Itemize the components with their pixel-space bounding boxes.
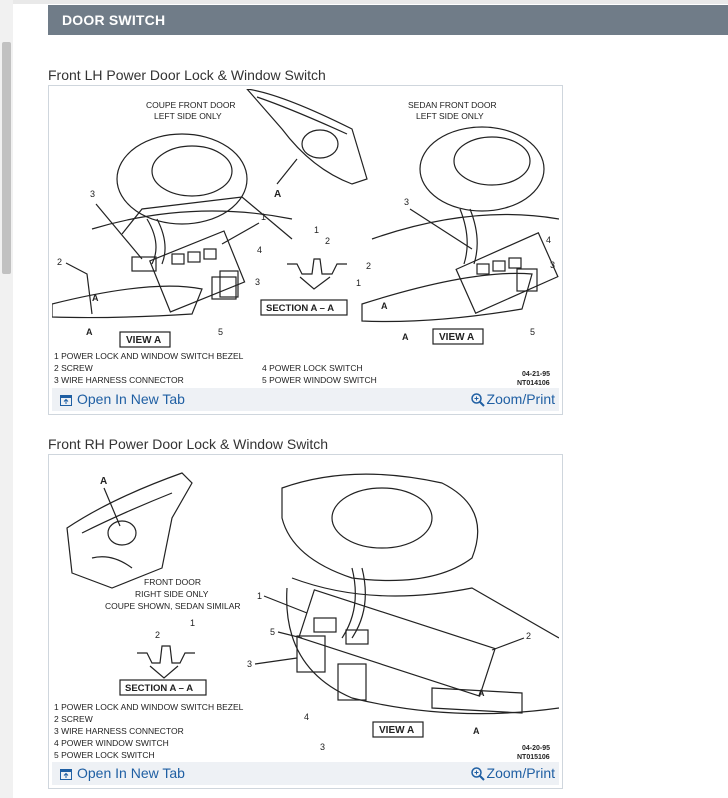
- view-a-box: [372, 721, 424, 738]
- view-a: VIEW A: [379, 725, 414, 736]
- legend-item-2: 2 SCREW: [54, 363, 93, 373]
- open-new-tab-icon: [60, 394, 72, 406]
- legend-item-1: 1 POWER LOCK AND WINDOW SWITCH BEZEL: [54, 351, 244, 361]
- zoom-print-link[interactable]: Zoom/Print: [470, 391, 555, 408]
- door-outline-top: [246, 89, 368, 185]
- callout-2-right: 2: [366, 261, 371, 271]
- section-aa-drawing: [287, 258, 347, 290]
- front-door-drawing: [66, 472, 193, 589]
- view-a-box-left: [119, 331, 171, 348]
- zoom-icon: [470, 767, 485, 782]
- marker-a-left: A: [92, 293, 99, 303]
- callout-4-left: 4: [257, 245, 262, 255]
- callout-2: 2: [526, 631, 531, 641]
- figure-footer-lh: Open In New Tab Zoom/Print: [52, 388, 559, 411]
- open-new-tab-icon: [60, 768, 72, 780]
- caption-coupe-2: LEFT SIDE ONLY: [154, 111, 222, 121]
- marker-a: A: [100, 476, 107, 487]
- section-label: SECTION A – A: [266, 303, 334, 314]
- figure-title-lh: Front LH Power Door Lock & Window Switch: [48, 67, 326, 83]
- diagram-rh: A FRONT DOOR RIGHT SIDE ONLY COUPE SHOWN…: [54, 472, 559, 761]
- callout-1-left: 1: [261, 212, 266, 222]
- callout-3: 3: [247, 659, 252, 669]
- callout-2-left: 2: [57, 257, 62, 267]
- callout-1-sec: 1: [314, 225, 319, 235]
- marker-a: A: [274, 189, 281, 200]
- view-a-left: VIEW A: [126, 335, 161, 346]
- figure-box-rh: A FRONT DOOR RIGHT SIDE ONLY COUPE SHOWN…: [48, 454, 563, 789]
- legend-item-1: 1 POWER LOCK AND WINDOW SWITCH BEZEL: [54, 702, 244, 712]
- callout-4-right: 4: [546, 235, 551, 245]
- marker-a-left-2: A: [86, 327, 93, 337]
- callout-4: 4: [304, 712, 309, 722]
- top-divider: [0, 0, 728, 4]
- callout-2-sec: 2: [325, 236, 330, 246]
- sedan-door-drawing: [361, 126, 559, 323]
- callout-3b: 3: [320, 742, 325, 752]
- zoom-icon: [470, 393, 485, 408]
- callout-1: 1: [257, 591, 262, 601]
- callout-3b-left: 3: [255, 277, 260, 287]
- zoom-print-link[interactable]: Zoom/Print: [470, 765, 555, 782]
- caption-sedan-2: LEFT SIDE ONLY: [416, 111, 484, 121]
- section-label-box: [260, 299, 348, 316]
- callout-5-left: 5: [218, 327, 223, 337]
- figure-title-rh: Front RH Power Door Lock & Window Switch: [48, 436, 329, 452]
- coupe-door-drawing: [52, 133, 293, 319]
- marker-a-3: A: [478, 688, 485, 698]
- scrollbar-thumb[interactable]: [2, 42, 11, 274]
- zoom-print-label: Zoom/Print: [486, 765, 555, 781]
- callout-3b-right: 3: [550, 260, 555, 270]
- open-new-tab-label: Open In New Tab: [77, 765, 185, 781]
- caption-door-1: FRONT DOOR: [144, 577, 201, 587]
- caption-sedan-1: SEDAN FRONT DOOR: [408, 100, 497, 110]
- callout-1-sec: 1: [190, 618, 195, 628]
- view-a-box-right: [432, 328, 484, 345]
- ref-code: NT015106: [517, 754, 550, 761]
- callout-5: 5: [270, 627, 275, 637]
- legend-item-4: 4 POWER WINDOW SWITCH: [54, 738, 169, 748]
- callout-3-right: 3: [404, 197, 409, 207]
- section-label: SECTION A – A: [125, 683, 193, 694]
- legend-item-4: 4 POWER LOCK SWITCH: [262, 363, 363, 373]
- ref-date: 04-20-95: [522, 745, 550, 752]
- figure-box-lh: COUPE FRONT DOOR LEFT SIDE ONLY SEDAN FR…: [48, 85, 563, 415]
- view-a-right: VIEW A: [439, 332, 474, 343]
- section-aa-drawing: [137, 645, 195, 679]
- legend-item-3: 3 WIRE HARNESS CONNECTOR: [54, 375, 184, 385]
- zoom-print-label: Zoom/Print: [486, 391, 555, 407]
- diagram-lh: COUPE FRONT DOOR LEFT SIDE ONLY SEDAN FR…: [52, 89, 559, 387]
- callout-5-right: 5: [530, 327, 535, 337]
- caption-coupe-1: COUPE FRONT DOOR: [146, 100, 236, 110]
- section-header: DOOR SWITCH: [48, 5, 728, 35]
- legend-item-5: 5 POWER LOCK SWITCH: [54, 750, 155, 760]
- legend-item-3: 3 WIRE HARNESS CONNECTOR: [54, 726, 184, 736]
- callout-1-right: 1: [356, 278, 361, 288]
- callout-3-left: 3: [90, 189, 95, 199]
- scrollbar[interactable]: [0, 0, 13, 798]
- section-label-box: [119, 679, 207, 696]
- legend-item-2: 2 SCREW: [54, 714, 93, 724]
- marker-a-right: A: [381, 301, 388, 311]
- callout-2-sec: 2: [155, 630, 160, 640]
- figure-footer-rh: Open In New Tab Zoom/Print: [52, 762, 559, 785]
- marker-a-2: A: [473, 726, 480, 736]
- armrest-drawing: [281, 473, 559, 715]
- ref-date: 04-21-95: [522, 371, 550, 378]
- caption-door-2: RIGHT SIDE ONLY: [135, 589, 209, 599]
- open-new-tab-link[interactable]: Open In New Tab: [60, 391, 185, 407]
- open-new-tab-link[interactable]: Open In New Tab: [60, 765, 185, 781]
- caption-door-3: COUPE SHOWN, SEDAN SIMILAR: [105, 601, 241, 611]
- open-new-tab-label: Open In New Tab: [77, 391, 185, 407]
- ref-code: NT014106: [517, 380, 550, 387]
- legend-item-5: 5 POWER WINDOW SWITCH: [262, 375, 377, 385]
- marker-a-right-2: A: [402, 332, 409, 342]
